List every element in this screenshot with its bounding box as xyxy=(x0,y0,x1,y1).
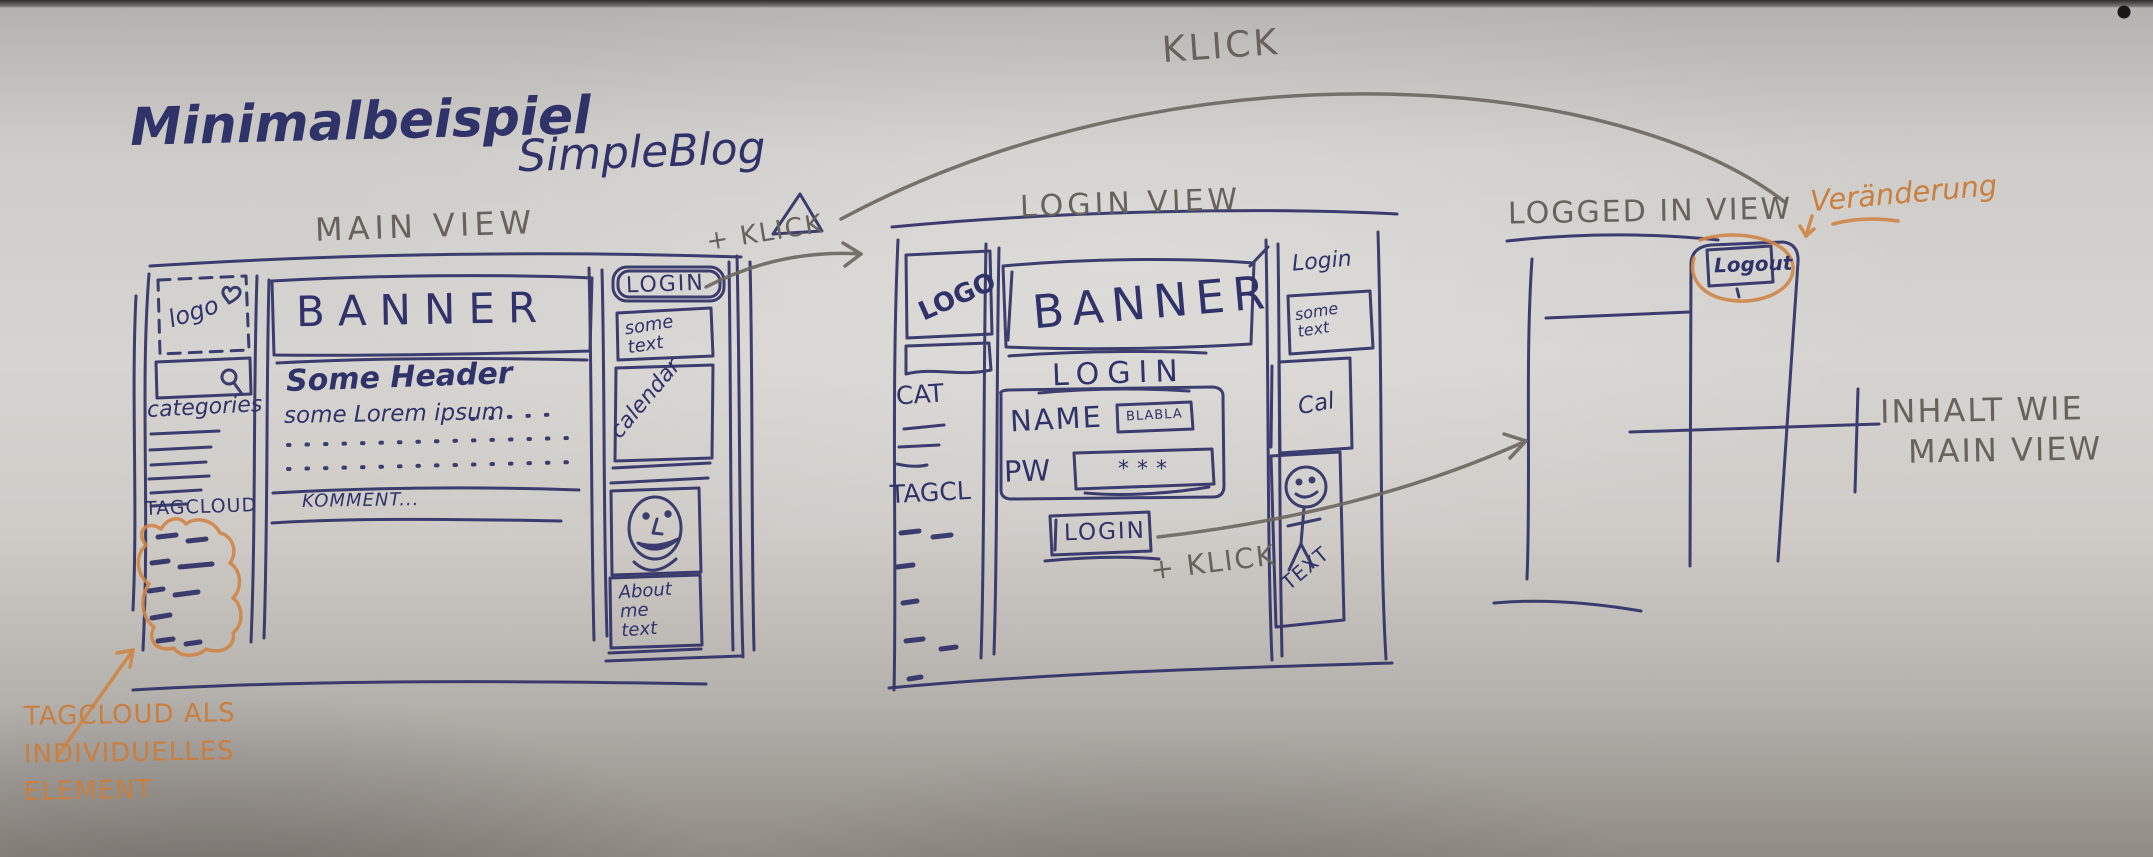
logout-button-label: Logout xyxy=(1713,250,1793,278)
login-content-sketch xyxy=(999,245,1270,563)
main-login-button-label: LOGIN xyxy=(625,270,706,299)
login-view-frame xyxy=(887,209,1399,692)
search-box xyxy=(154,356,253,400)
main-categories-label: categories xyxy=(146,391,263,424)
login-pw-label: PW xyxy=(1003,453,1051,489)
login-sidebar-sketch xyxy=(894,249,994,682)
main-sidebar-sketch xyxy=(146,274,253,647)
magnifier-icon xyxy=(220,368,244,396)
klick-arc xyxy=(839,92,1788,221)
loggedin-view-label: LOGGED IN VIEW xyxy=(1507,191,1793,232)
main-view-label: MAIN VIEW xyxy=(314,203,537,249)
loggedin-frame xyxy=(1492,233,1881,613)
some-text-box-2 xyxy=(1286,289,1375,356)
logo-box-2 xyxy=(904,249,994,340)
veraenderung-underline xyxy=(1831,217,1900,226)
tagcloud-note-line3: ELEMENT xyxy=(23,774,153,808)
login-tagcl-label: TAGCL xyxy=(889,475,972,510)
tagcloud-dashes xyxy=(146,532,215,647)
login-button-outline xyxy=(611,265,726,303)
tagcloud-note-line2: INDIVIDUELLES xyxy=(23,736,235,770)
tagcloud-dashes-2 xyxy=(894,528,959,682)
board-magnet-dot xyxy=(2117,5,2131,19)
banner-box-2 xyxy=(1001,257,1256,351)
tagcloud-note-line1: TAGCLOUD ALS xyxy=(23,698,236,732)
main-banner-text: BANNER xyxy=(295,282,551,337)
calendar-box xyxy=(613,363,715,463)
main-comment-text: KOMMENT... xyxy=(301,488,420,513)
smiley-icon xyxy=(627,495,683,572)
login-widgets-sketch xyxy=(1269,289,1375,629)
veraenderung-arrow xyxy=(1798,214,1816,238)
board-subtitle: SimpleBlog xyxy=(517,122,767,183)
tagcloud-highlight-cloud xyxy=(136,517,243,657)
category-list-lines xyxy=(147,429,221,508)
login-sidebar-login-label: Login xyxy=(1291,246,1353,277)
login-cal-widget: Cal xyxy=(1296,388,1337,420)
tagcloud-note-arrow xyxy=(55,648,135,759)
klick-top-label: KLICK xyxy=(1160,21,1282,72)
logout-highlight-circle xyxy=(1690,233,1795,303)
inhalt-note-line2: MAIN VIEW xyxy=(1907,429,2103,471)
inhalt-note-line1: INHALT WIE xyxy=(1879,389,2085,431)
login-pw-value: *** xyxy=(1118,457,1175,482)
banner-box xyxy=(270,274,594,357)
logout-button-outline xyxy=(1705,244,1775,288)
inhalt-pointer-line xyxy=(1628,422,1881,434)
login-submit-label: LOGIN xyxy=(1063,517,1147,547)
some-text-box xyxy=(615,306,715,362)
main-about-widget: About me text xyxy=(617,578,673,642)
pw-input-box xyxy=(1072,447,1216,491)
login-name-value: blabla xyxy=(1125,406,1184,425)
lorem-dots xyxy=(286,412,580,471)
login-submit-outline xyxy=(1048,510,1153,557)
heart-icon xyxy=(221,285,242,305)
klick-arc-arrowhead xyxy=(771,192,824,236)
main-post-header: Some Header xyxy=(285,356,514,399)
name-input-box xyxy=(1115,400,1195,434)
calendar-box-2 xyxy=(1277,356,1354,455)
avatar-box xyxy=(609,486,703,577)
login-cat-label: CAT xyxy=(895,378,945,411)
main-post-body: some Lorem ipsum xyxy=(283,399,505,429)
whiteboard-top-edge xyxy=(0,0,2153,8)
main-content-sketch xyxy=(270,274,594,525)
login-heading: LOGIN xyxy=(1051,353,1187,394)
login-view-label: LOGIN VIEW xyxy=(1019,182,1242,225)
main-tagcloud-label: TAGCLOUD xyxy=(144,494,258,520)
login-name-label: NAME xyxy=(1009,399,1104,439)
logo-box xyxy=(156,274,251,356)
login-form-box xyxy=(999,385,1226,501)
about-me-box xyxy=(608,573,704,650)
arrow-login-to-loggedin xyxy=(1156,432,1528,539)
main-widgets-sketch xyxy=(604,260,743,663)
avatar-box-2 xyxy=(1269,450,1346,629)
arrow-main-to-login xyxy=(704,241,863,289)
